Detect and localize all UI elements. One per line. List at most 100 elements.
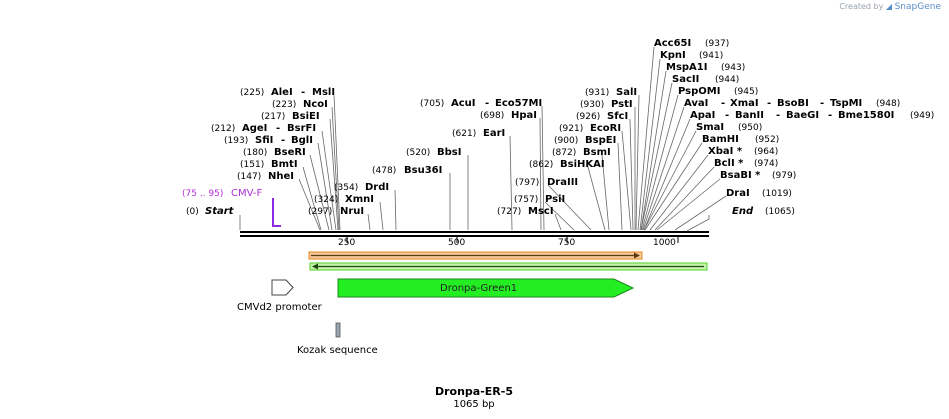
site-label[interactable]: MscI [528,206,554,217]
site-separator: - [301,87,305,98]
site-position: (949) [910,111,934,121]
kozak-marker-icon [335,322,341,338]
credit-brand: SnapGene [894,2,941,12]
leader-line [333,94,341,231]
site-label[interactable]: MspA1I [666,62,707,73]
orf-reverse[interactable] [309,262,708,271]
leader-line [541,105,545,231]
site-position: (797) [515,178,539,188]
leader-line [544,201,575,231]
site-position: (948) [876,99,900,109]
start-label[interactable]: Start [205,206,235,217]
site-position: (727) [497,207,521,217]
site-label[interactable]: BsmI [583,147,611,158]
site-label[interactable]: NcoI [303,99,328,110]
site-label[interactable]: DraI [726,188,750,199]
leader-line [640,70,667,231]
gene-label: Dronpa-Green1 [440,283,517,294]
site-label[interactable]: BamHI [702,134,739,145]
site-label[interactable]: Bsu36I [404,165,442,176]
site-position: (926) [576,112,600,122]
site-position: (974) [754,159,778,169]
site-label[interactable]: BseRI [274,147,306,158]
site-label[interactable]: SalI [616,87,637,98]
site-label[interactable]: DrdI [365,182,389,193]
site-label[interactable]: HpaI [511,110,537,121]
site-position: (223) [272,100,296,110]
site-leader-lines [239,46,727,232]
feature-kozak-sequence[interactable]: Kozak sequence [297,322,378,356]
primer-position: (75 .. 95) [182,189,223,199]
site-separator: - [725,110,729,121]
site-label[interactable]: XmnI [345,194,374,205]
site-label[interactable]: XmaI [730,98,759,109]
site-label[interactable]: NruI [340,206,364,217]
site-label[interactable]: BbsI [437,147,461,158]
site-label[interactable]: PsiI [545,194,565,205]
snapgene-credit: Created by ◢ SnapGene [839,2,941,12]
ruler-tick-label: 250 [338,238,355,248]
site-label[interactable]: XbaI * [708,146,743,157]
site-label[interactable]: Eco57MI [495,98,542,109]
site-label[interactable]: BsiEI [292,111,320,122]
site-position: (979) [772,171,796,181]
site-label[interactable]: SmaI [696,122,724,133]
site-label[interactable]: PspOMI [678,86,720,97]
primer-cmv-f[interactable]: (75 .. 95) CMV-F [182,188,281,227]
feature-dronpa-green1[interactable]: Dronpa-Green1 [337,278,635,298]
site-label[interactable]: AgeI [242,123,267,134]
site-position: (921) [559,124,583,134]
site-position: (297) [308,207,332,217]
site-position: (1019) [762,189,792,199]
site-label[interactable]: EcoRI [590,123,621,134]
map-title: Dronpa-ER-5 [435,385,513,398]
promoter-arrow-icon [271,279,294,296]
feature-cmvd2-promoter[interactable]: CMVd2 promoter [237,279,323,313]
site-label[interactable]: TspMI [830,98,862,109]
right-site-labels: Acc65I (937) KpnI (941) MspA1I (943) Sac… [654,38,934,199]
end-label[interactable]: End [732,206,754,217]
site-position: (757) [514,195,538,205]
site-label[interactable]: DraIII [547,177,578,188]
site-label[interactable]: MslI [312,87,335,98]
site-label[interactable]: AvaI [684,98,708,109]
primer-label[interactable]: CMV-F [231,188,262,199]
site-label[interactable]: Acc65I [654,38,691,49]
site-label[interactable]: BsaBI * [720,170,761,181]
site-label[interactable]: BsoBI [777,98,809,109]
snapgene-logo-icon: ◢ [885,2,893,11]
site-label[interactable]: AcuI [451,98,476,109]
site-label[interactable]: BmtI [271,159,298,170]
site-label[interactable]: BglI [291,135,313,146]
site-label[interactable]: Bme1580I [838,110,894,121]
site-label[interactable]: SfiI [255,135,273,146]
site-label[interactable]: SacII [672,74,699,85]
site-label[interactable]: BsiHKAI [560,159,605,170]
site-label[interactable]: PstI [611,99,633,110]
ruler: 250 500 750 1000 [338,237,679,248]
sequence-ends: (0) Start End (1065) [186,206,795,217]
site-label[interactable]: BaeGI [786,110,819,121]
site-label[interactable]: BspEI [585,135,616,146]
site-position: (941) [699,51,723,61]
site-label[interactable]: KpnI [660,50,686,61]
site-label[interactable]: BclI * [714,158,744,169]
site-label[interactable]: ApaI [690,110,715,121]
site-label[interactable]: BsrFI [287,123,316,134]
site-position: (212) [211,124,235,134]
site-label[interactable]: AleI [271,87,293,98]
site-label[interactable]: EarI [483,128,505,139]
leader-line [329,118,339,231]
site-label[interactable]: SfcI [607,111,628,122]
map-length: 1065 bp [453,399,494,410]
site-label[interactable]: BanII [735,110,764,121]
leader-line [637,46,655,231]
left-site-labels: (225) AleI - MslI (223) NcoI (217) BsiEI… [211,87,389,217]
site-label[interactable]: NheI [268,171,294,182]
site-position: (193) [224,136,248,146]
site-position: (705) [420,99,444,109]
leader-line [621,130,632,231]
leader-line [309,154,330,231]
orf-forward[interactable] [308,251,643,260]
